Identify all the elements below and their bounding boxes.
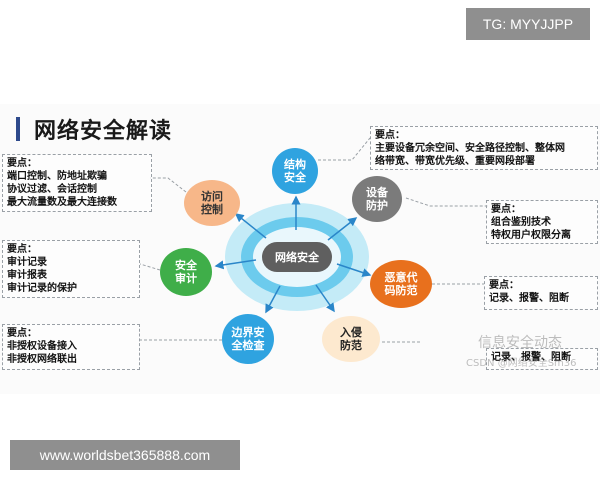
- leader-audit: [139, 263, 161, 271]
- note-malware-prevention: 要点： 记录、报警、阻断: [484, 276, 598, 310]
- note-security-audit: 要点： 审计记录 审计报表 审计记录的保护: [2, 240, 140, 298]
- leader-device: [405, 197, 488, 207]
- node-malware-prevention: 恶意代 码防范: [370, 260, 432, 308]
- tg-watermark: TG: MYYJJPP: [466, 8, 590, 40]
- leader-structure: [318, 137, 371, 161]
- center-label: 网络安全: [275, 250, 319, 264]
- arrow-device: [327, 217, 358, 241]
- arrow-access: [234, 213, 267, 239]
- node-intrusion-prevention: 入侵 防范: [322, 316, 380, 362]
- note-boundary-check: 要点： 非授权设备接入 非授权网络联出: [2, 324, 140, 370]
- arrow-intrusion: [315, 284, 335, 313]
- node-structure-security: 结构 安全: [272, 148, 318, 194]
- arrow-audit: [214, 259, 257, 270]
- note-device-protection: 要点： 组合鉴别技术 特权用户权限分离: [486, 200, 598, 244]
- center-node: 网络安全: [262, 242, 332, 272]
- note-intrusion-prevention: 记录、报警、阻断: [486, 348, 598, 370]
- node-device-protection: 设备 防护: [352, 176, 402, 222]
- overlay-watermark-line1: 信息安全动态: [478, 335, 562, 351]
- note-access-control: 要点： 端口控制、防地址欺骗 协议过滤、会话控制 最大流量数及最大连接数: [2, 154, 152, 212]
- title-accent-bar: [16, 117, 20, 141]
- note-structure: 要点： 主要设备冗余空间、安全路径控制、整体网 络带宽、带宽优先级、重要网段部署: [370, 126, 598, 170]
- node-security-audit: 安全 审计: [160, 248, 212, 296]
- node-access-control: 访问 控制: [184, 180, 240, 226]
- page-title: 网络安全解读: [34, 119, 173, 144]
- url-watermark: www.worldsbet365888.com: [10, 440, 240, 470]
- arrow-boundary: [265, 285, 281, 314]
- node-boundary-check: 边界安 全检查: [222, 314, 274, 364]
- arrow-malware: [336, 263, 372, 277]
- leader-access: [150, 177, 187, 193]
- overlay-watermark-line2: CSDN @网络安全Sm36: [466, 358, 577, 369]
